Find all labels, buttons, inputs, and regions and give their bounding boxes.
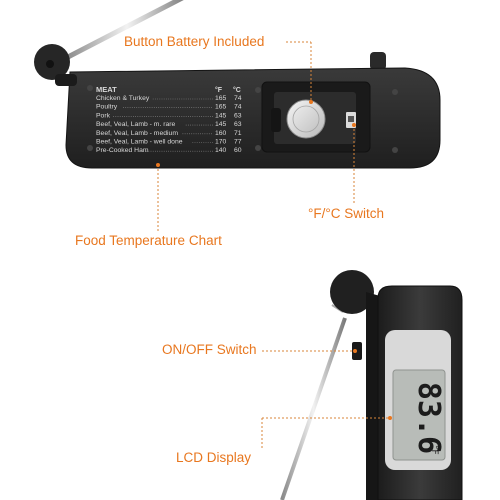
chart-row-c: 77 — [234, 139, 242, 146]
callout-lines — [157, 41, 390, 450]
screw-icon — [392, 147, 398, 153]
callout-temp-chart: Food Temperature Chart — [75, 233, 222, 248]
chart-row-name: Beef, Veal, Lamb - well done — [96, 139, 183, 146]
chart-row-c: 63 — [234, 112, 242, 119]
chart-row-name: Poultry — [96, 104, 118, 111]
callout-battery: Button Battery Included — [124, 34, 265, 49]
chart-row-f: 145 — [215, 121, 227, 128]
chart-row-f: 165 — [215, 95, 227, 102]
chart-unit-c: °C — [233, 86, 241, 94]
battery-compartment — [261, 81, 371, 153]
chart-row-f: 160 — [215, 130, 227, 137]
screw-icon — [255, 87, 261, 93]
chart-row-c: 71 — [234, 130, 242, 137]
probe-bottom — [280, 317, 347, 500]
thermometer-front: 83.6 °F — [280, 270, 463, 500]
chart-row-name: Beef, Veal, Lamb - medium — [96, 130, 178, 137]
screw-icon — [392, 89, 398, 95]
chart-row-c: 74 — [234, 95, 242, 102]
chart-row-c: 63 — [234, 121, 242, 128]
callout-lcd: LCD Display — [176, 450, 252, 465]
chart-row-name: Chicken & Turkey — [96, 95, 150, 102]
chart-row-f: 165 — [215, 104, 227, 111]
chart-row-c: 60 — [234, 147, 242, 154]
screw-icon — [87, 85, 93, 91]
chart-unit-f: °F — [215, 86, 223, 94]
lcd-screen — [392, 369, 446, 461]
lcd-unit: °F — [429, 445, 439, 455]
chart-heading: MEAT — [96, 85, 117, 94]
chart-row-f: 145 — [215, 112, 227, 119]
probe-top — [63, 0, 184, 61]
top-latch — [370, 52, 386, 70]
callout-on-off: ON/OFF Switch — [162, 342, 257, 357]
callout-unit-switch: °F/°C Switch — [308, 206, 385, 221]
chart-row-c: 74 — [234, 104, 242, 111]
screw-icon — [255, 145, 261, 151]
screw-icon — [87, 145, 93, 151]
chart-row-f: 140 — [215, 147, 227, 154]
hinge-knob — [330, 270, 374, 314]
chart-row-f: 170 — [215, 139, 227, 146]
callout-dots — [156, 100, 392, 420]
chart-row-name: Pork — [96, 112, 111, 119]
chart-row-name: Beef, Veal, Lamb - m. rare — [96, 121, 176, 128]
lcd-reading: 83.6 — [411, 382, 446, 454]
chart-row-name: Pre-Cooked Ham — [96, 147, 149, 154]
coin-battery-icon — [286, 99, 326, 139]
